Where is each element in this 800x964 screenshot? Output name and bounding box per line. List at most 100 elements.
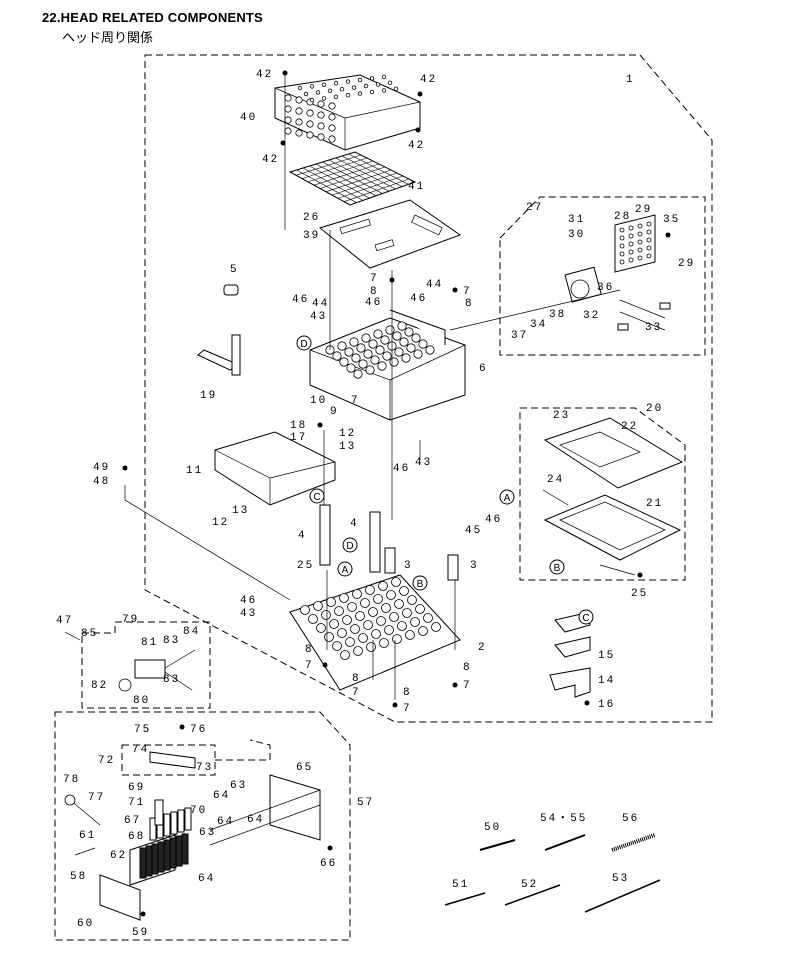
part-label: 82 xyxy=(91,680,108,692)
part-label: 20 xyxy=(646,403,663,415)
svg-text:B: B xyxy=(554,563,561,574)
head-board xyxy=(542,417,684,561)
part-label: 7 xyxy=(370,273,379,285)
page-subtitle: ヘッド周り関係 xyxy=(62,31,154,46)
part-label: 83 xyxy=(163,674,180,686)
part-label: 27 xyxy=(526,202,543,214)
callout-a1: A xyxy=(337,561,353,577)
part-label: 8 xyxy=(403,687,412,699)
part-label: 64 xyxy=(213,790,230,802)
part-label: 29 xyxy=(678,258,695,270)
part-label: 8 xyxy=(465,298,474,310)
part-label: 46 xyxy=(410,293,427,305)
ink-unit-group-boundary xyxy=(54,711,351,941)
part-label: 7 xyxy=(351,395,360,407)
fan-group-boundary xyxy=(499,196,706,356)
svg-text:C: C xyxy=(582,613,589,624)
part-label: 12 xyxy=(212,517,229,529)
cable-ties xyxy=(444,833,661,913)
assembly-lines xyxy=(124,75,636,700)
part-labels: 1 2 3 3 4 4 5 6 7 7 7 7 7 7 7 8 8 8 8 8 … xyxy=(56,69,695,939)
part-label: 52 xyxy=(521,879,538,891)
part-label: 8 xyxy=(305,644,314,656)
part-label: 36 xyxy=(597,282,614,294)
part-label: 73 xyxy=(196,762,213,774)
callout-b1: B xyxy=(412,575,428,591)
valve-connector-path xyxy=(215,739,271,761)
callout-a2: A xyxy=(499,489,515,505)
part-label: 40 xyxy=(240,112,257,124)
mesh-plate xyxy=(288,151,417,206)
part-label: 54・55 xyxy=(540,813,587,825)
part-label: 42 xyxy=(256,69,273,81)
part-label: 29 xyxy=(635,204,652,216)
part-label: 59 xyxy=(132,927,149,939)
part-label: 44 xyxy=(426,279,443,291)
svg-text:A: A xyxy=(342,565,349,576)
part-label: 35 xyxy=(663,214,680,226)
part-label: 5 xyxy=(230,264,239,276)
part-label: 37 xyxy=(511,330,528,342)
part-label: 7 xyxy=(403,703,412,715)
part-label: 7 xyxy=(463,286,472,298)
screws xyxy=(122,70,671,917)
part-label: 50 xyxy=(484,822,501,834)
part-label: 61 xyxy=(79,830,96,842)
part-label: 69 xyxy=(128,782,145,794)
part-label: 38 xyxy=(549,309,566,321)
part-label: 1 xyxy=(626,74,635,86)
callout-c1: C xyxy=(309,488,325,504)
sensor-group-boundary xyxy=(81,621,211,709)
part-label: 60 xyxy=(77,918,94,930)
part-label: 13 xyxy=(339,441,356,453)
part-label: 63 xyxy=(199,827,216,839)
part-label: 65 xyxy=(296,762,313,774)
part-label: 42 xyxy=(420,74,437,86)
part-label: 31 xyxy=(568,214,585,226)
part-label: 47 xyxy=(56,615,73,627)
part-label: 63 xyxy=(230,780,247,792)
part-label: 57 xyxy=(357,797,374,809)
part-label: 12 xyxy=(339,428,356,440)
part-label: 64 xyxy=(217,816,234,828)
svg-text:C: C xyxy=(313,492,320,503)
part-label: 51 xyxy=(452,879,469,891)
svg-text:A: A xyxy=(504,493,511,504)
part-label: 70 xyxy=(190,805,207,817)
control-board xyxy=(318,199,462,269)
part-label: 23 xyxy=(553,410,570,422)
part-label: 71 xyxy=(128,797,145,809)
callout-d1: D xyxy=(296,335,312,351)
callout-b2: B xyxy=(549,559,565,575)
part-label: 66 xyxy=(320,858,337,870)
part-label: 4 xyxy=(350,518,359,530)
misc-fittings xyxy=(197,284,241,376)
part-label: 46 xyxy=(393,463,410,475)
part-label: 68 xyxy=(128,831,145,843)
valve-subgroup-boundary xyxy=(121,744,216,776)
part-label: 72 xyxy=(98,755,115,767)
part-label: 7 xyxy=(463,680,472,692)
part-label: 44 xyxy=(312,298,329,310)
sensor-unit xyxy=(64,631,196,692)
part-label: 25 xyxy=(631,588,648,600)
svg-text:B: B xyxy=(417,579,424,590)
part-label: 14 xyxy=(598,675,615,687)
part-label: 76 xyxy=(190,724,207,736)
part-label: 19 xyxy=(200,390,217,402)
part-label: 79 xyxy=(122,614,139,626)
part-label: 67 xyxy=(124,815,141,827)
part-label: 28 xyxy=(614,211,631,223)
head-bracket xyxy=(214,431,336,506)
part-label: 64 xyxy=(247,814,264,826)
part-label: 49 xyxy=(93,462,110,474)
part-label: 43 xyxy=(415,457,432,469)
svg-text:D: D xyxy=(346,541,353,552)
part-label: 78 xyxy=(63,774,80,786)
part-label: 16 xyxy=(598,699,615,711)
part-label: 18 xyxy=(290,420,307,432)
part-label: 34 xyxy=(530,319,547,331)
part-label: 85 xyxy=(81,628,98,640)
part-label: 41 xyxy=(408,181,425,193)
